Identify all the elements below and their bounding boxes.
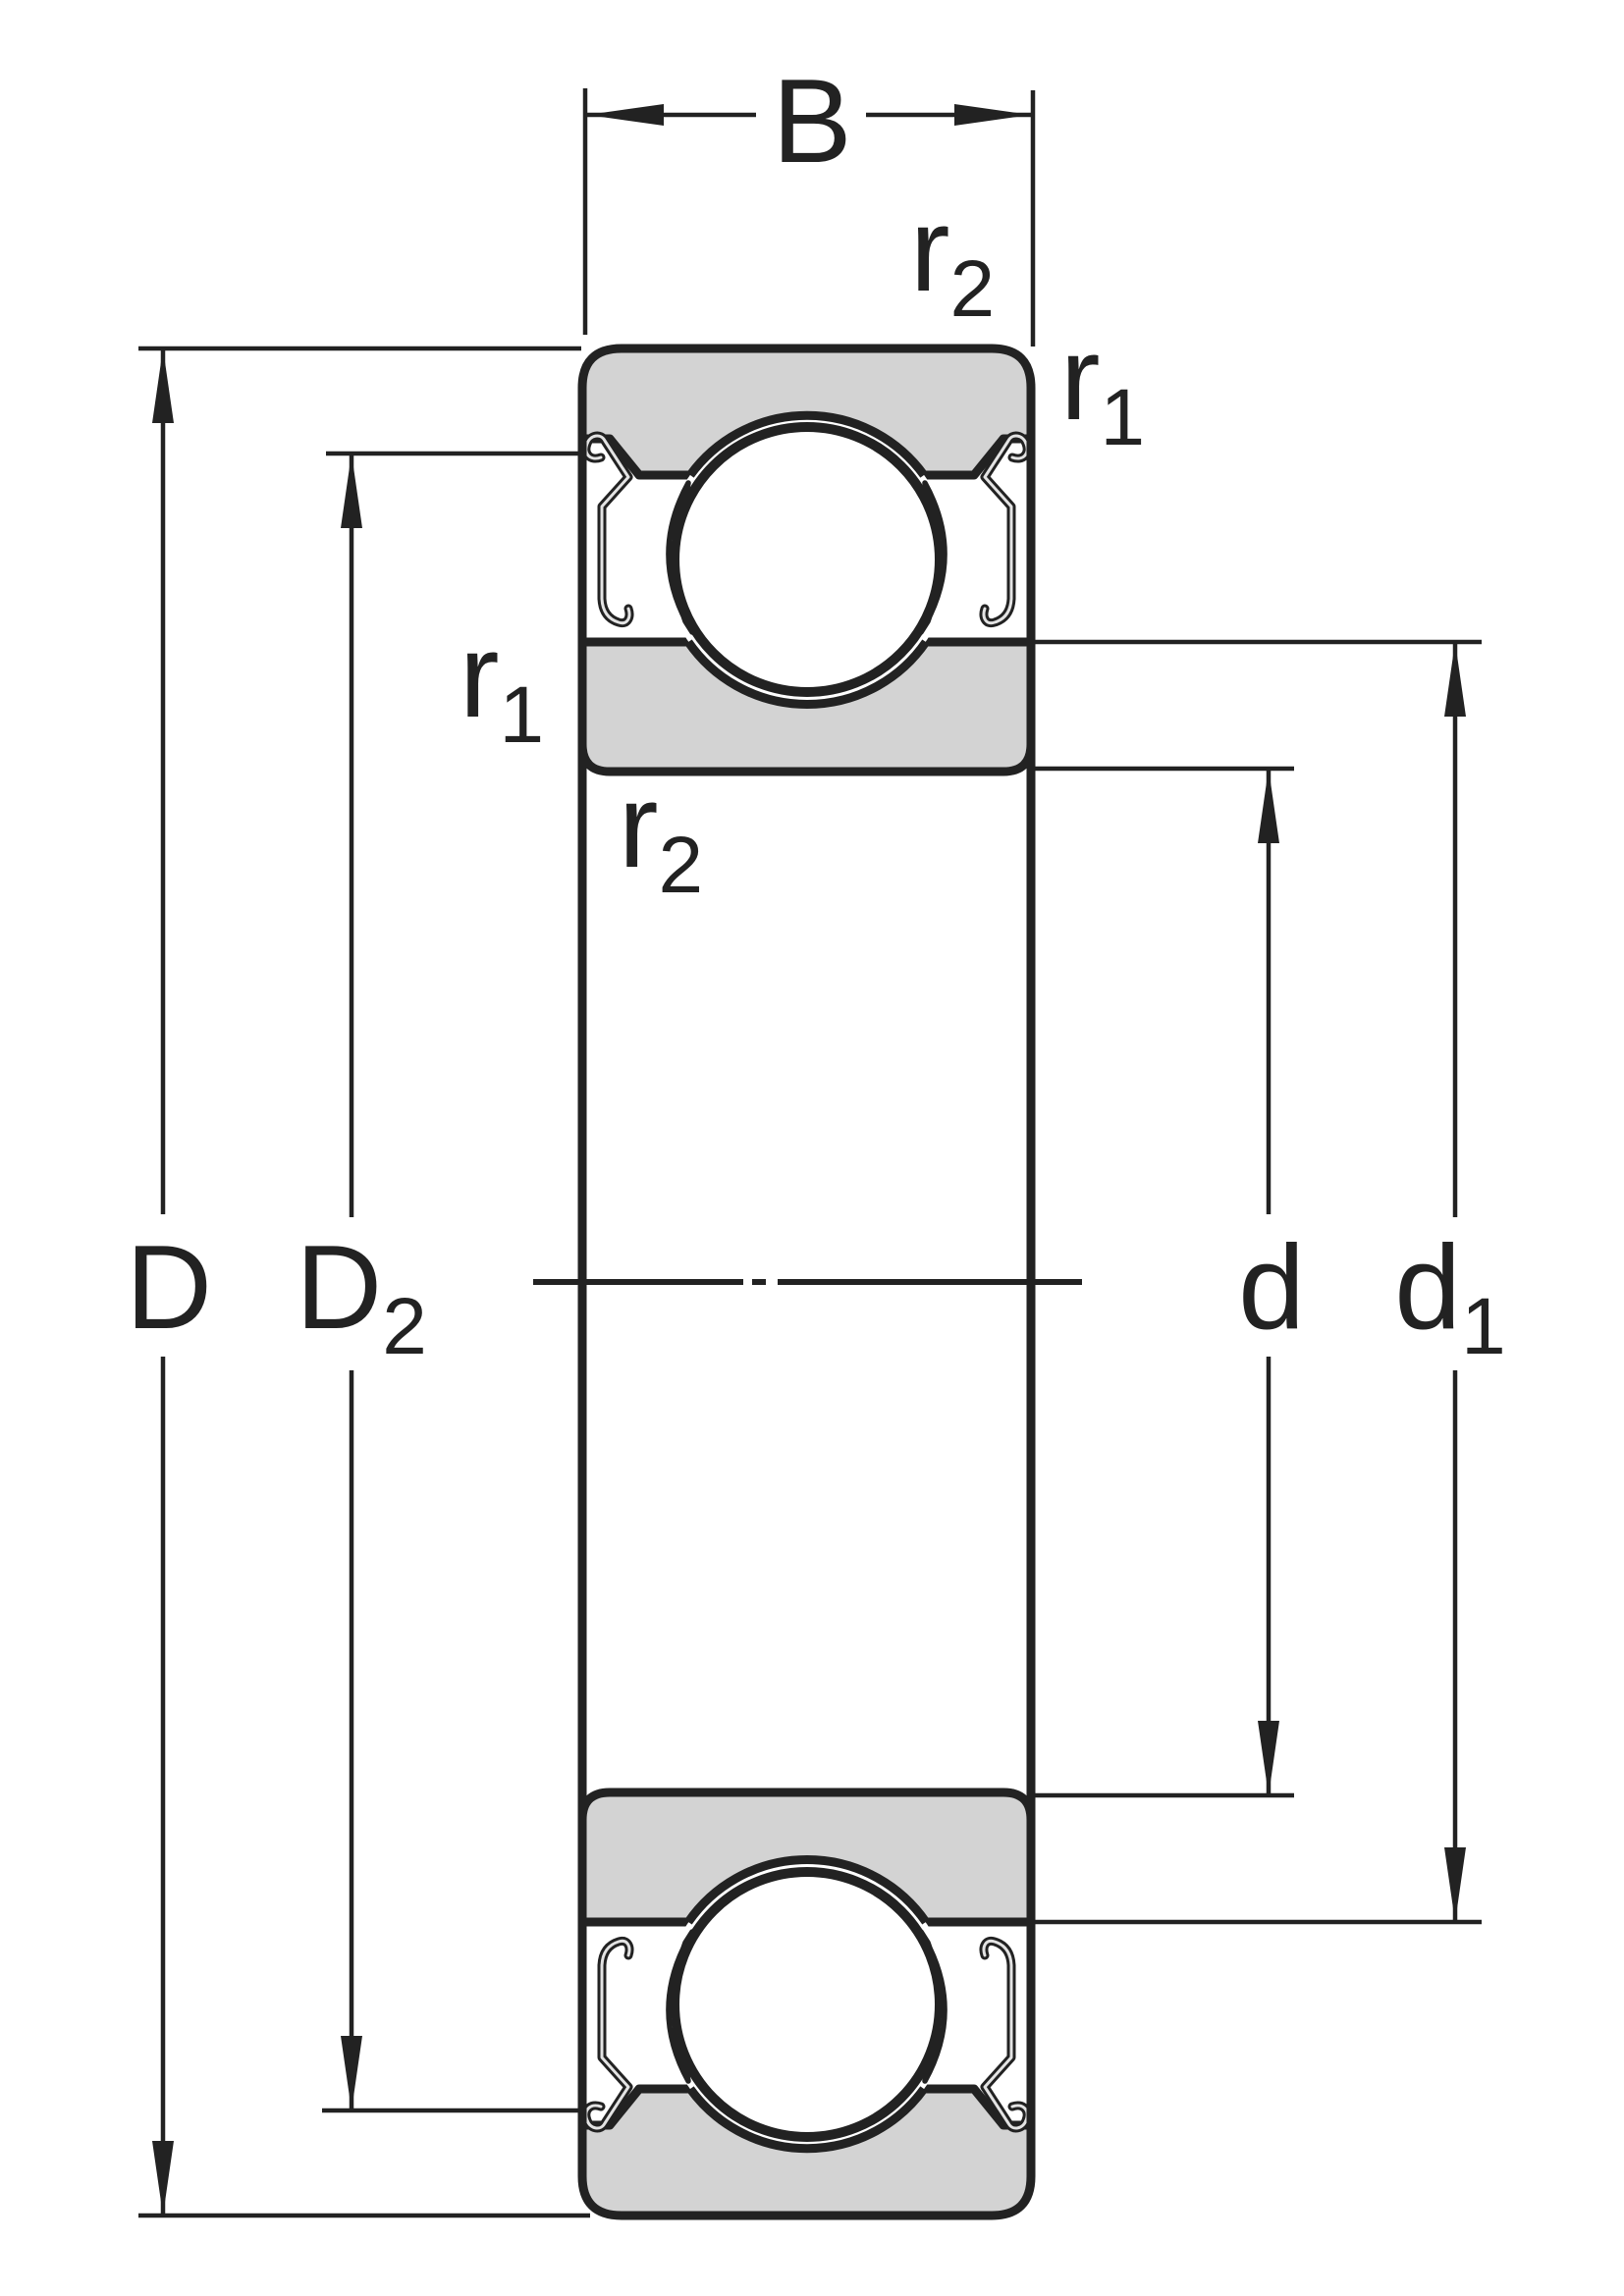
label-D2: D2 xyxy=(296,1220,427,1371)
shield xyxy=(979,1936,1032,2133)
arrowhead-down xyxy=(341,2036,362,2110)
shield xyxy=(581,431,634,628)
arrowhead-up xyxy=(1444,642,1466,717)
arrowhead-down xyxy=(1258,1721,1279,1795)
shield xyxy=(581,1936,634,2133)
cage xyxy=(666,480,695,635)
arrowhead-down xyxy=(1444,1847,1466,1922)
dimension-d: d xyxy=(1035,766,1305,1798)
arrowhead-up xyxy=(152,348,174,423)
top-section xyxy=(577,344,1036,776)
arrowhead-down xyxy=(152,2141,174,2216)
outer-raceway-groove xyxy=(686,2086,928,2154)
arrowhead-up xyxy=(1258,769,1279,843)
dimension-B: B xyxy=(582,54,1036,347)
inner-raceway-groove xyxy=(684,1855,930,1925)
label-d1: d1 xyxy=(1394,1220,1505,1371)
arrowhead-up xyxy=(341,454,362,528)
shield-outline xyxy=(979,431,1032,628)
label-D: D xyxy=(126,1220,212,1354)
label-r1-left: r1 xyxy=(460,609,544,760)
bottom-section xyxy=(577,1788,1036,2220)
label-r2-left: r2 xyxy=(619,759,703,910)
shield-outline xyxy=(979,1936,1032,2133)
label-r2-top: r2 xyxy=(910,183,995,334)
cage xyxy=(666,1929,695,2084)
cage xyxy=(918,1929,947,2084)
dimension-D: D xyxy=(126,346,590,2218)
label-B: B xyxy=(772,54,851,187)
shield-outline xyxy=(581,431,634,628)
ball xyxy=(670,1867,945,2142)
label-r1-top-right: r1 xyxy=(1060,311,1145,462)
dimension-d1: d1 xyxy=(1035,639,1506,1925)
outer-raceway-groove xyxy=(686,410,928,478)
shield-outline xyxy=(581,1936,634,2133)
label-d: d xyxy=(1238,1220,1305,1354)
shield xyxy=(979,431,1032,628)
ball xyxy=(670,422,945,697)
arrowhead-left xyxy=(587,104,664,126)
inner-raceway-groove xyxy=(684,639,930,709)
cage xyxy=(918,480,947,635)
dimension-D2: D2 xyxy=(296,451,581,2113)
arrowhead-right xyxy=(954,104,1031,126)
